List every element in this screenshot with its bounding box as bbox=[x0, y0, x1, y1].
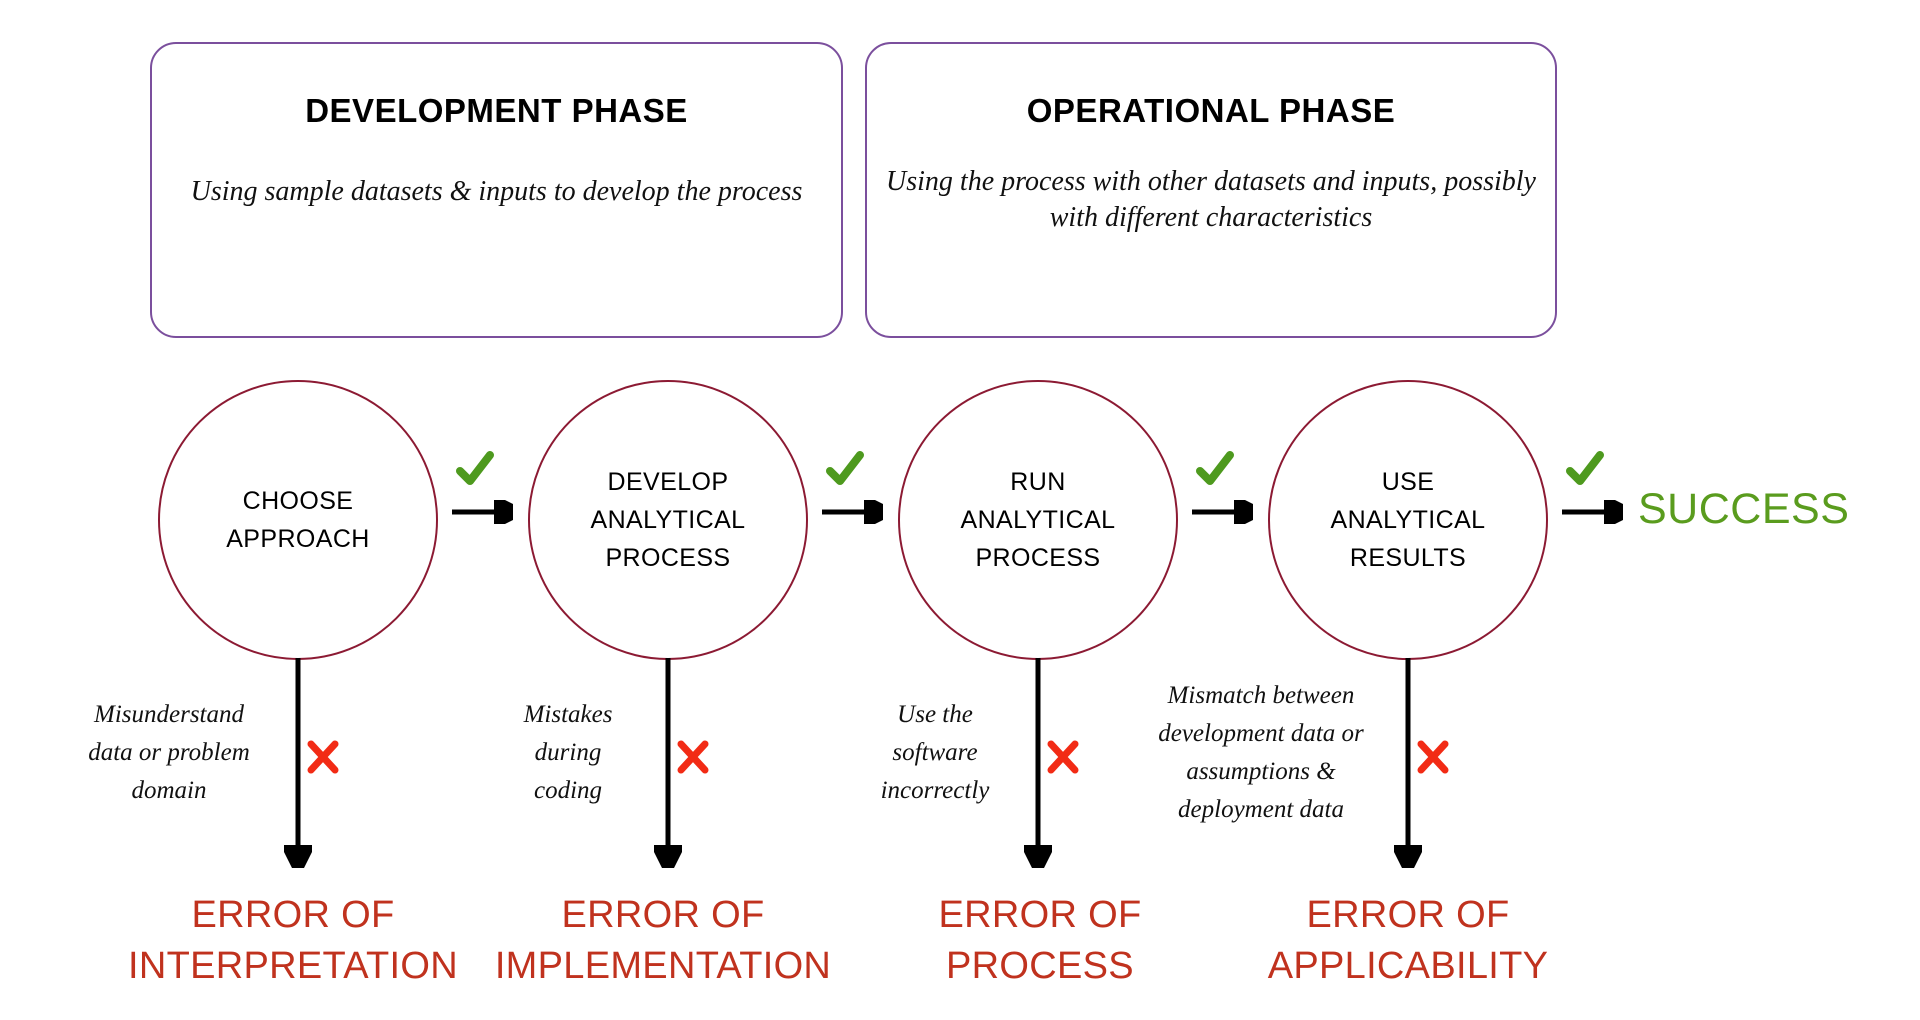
phase-description-development: Using sample datasets & inputs to develo… bbox=[190, 176, 803, 207]
error-label-implementation: ERROR OF IMPLEMENTATION bbox=[494, 894, 832, 987]
cause-text-process: Use the software incorrectly bbox=[880, 701, 990, 804]
failure-arrow-interpretation bbox=[284, 658, 312, 868]
stage-label-develop-process: DEVELOP ANALYTICAL PROCESS bbox=[590, 468, 746, 572]
phase-title-operational: OPERATIONAL PHASE bbox=[1026, 92, 1396, 129]
phase-box-operational: OPERATIONAL PHASE Using the process with… bbox=[865, 42, 1557, 338]
cause-text-implementation: Mistakes during coding bbox=[523, 701, 613, 804]
stage-label-run-process: RUN ANALYTICAL PROCESS bbox=[960, 468, 1116, 572]
x-icon-interpretation bbox=[306, 736, 340, 776]
flow-arrow-3 bbox=[1192, 500, 1253, 524]
flow-arrow-1 bbox=[452, 500, 513, 524]
error-label-applicability: ERROR OF APPLICABILITY bbox=[1267, 894, 1549, 987]
flow-arrow-2 bbox=[822, 500, 883, 524]
stage-circle-use-results[interactable]: USE ANALYTICAL RESULTS bbox=[1268, 380, 1548, 660]
stage-circle-develop-process[interactable]: DEVELOP ANALYTICAL PROCESS bbox=[528, 380, 808, 660]
failure-arrow-implementation bbox=[654, 658, 682, 868]
phase-title-development: DEVELOPMENT PHASE bbox=[305, 92, 688, 129]
x-icon-applicability bbox=[1416, 736, 1450, 776]
phase-description-operational: Using the process with other datasets an… bbox=[886, 166, 1536, 233]
success-label: SUCCESS bbox=[1638, 485, 1850, 533]
stage-circle-choose-approach[interactable]: CHOOSE APPROACH bbox=[158, 380, 438, 660]
x-icon-process bbox=[1046, 736, 1080, 776]
check-icon-1 bbox=[455, 450, 495, 490]
cause-text-applicability: Mismatch between development data or ass… bbox=[1158, 682, 1364, 823]
stage-label-choose-approach: CHOOSE APPROACH bbox=[226, 487, 370, 553]
failure-arrow-process bbox=[1024, 658, 1052, 868]
x-icon-implementation bbox=[676, 736, 710, 776]
flow-arrow-4 bbox=[1562, 500, 1623, 524]
phase-box-development: DEVELOPMENT PHASE Using sample datasets … bbox=[150, 42, 843, 338]
error-label-process: ERROR OF PROCESS bbox=[938, 894, 1142, 987]
check-icon-3 bbox=[1195, 450, 1235, 490]
stage-label-use-results: USE ANALYTICAL RESULTS bbox=[1330, 468, 1486, 572]
stage-circle-run-process[interactable]: RUN ANALYTICAL PROCESS bbox=[898, 380, 1178, 660]
check-icon-4 bbox=[1565, 450, 1605, 490]
failure-arrow-applicability bbox=[1394, 658, 1422, 868]
error-label-interpretation: ERROR OF INTERPRETATION bbox=[127, 894, 459, 987]
cause-text-interpretation: Misunderstand data or problem domain bbox=[88, 701, 250, 804]
check-icon-2 bbox=[825, 450, 865, 490]
